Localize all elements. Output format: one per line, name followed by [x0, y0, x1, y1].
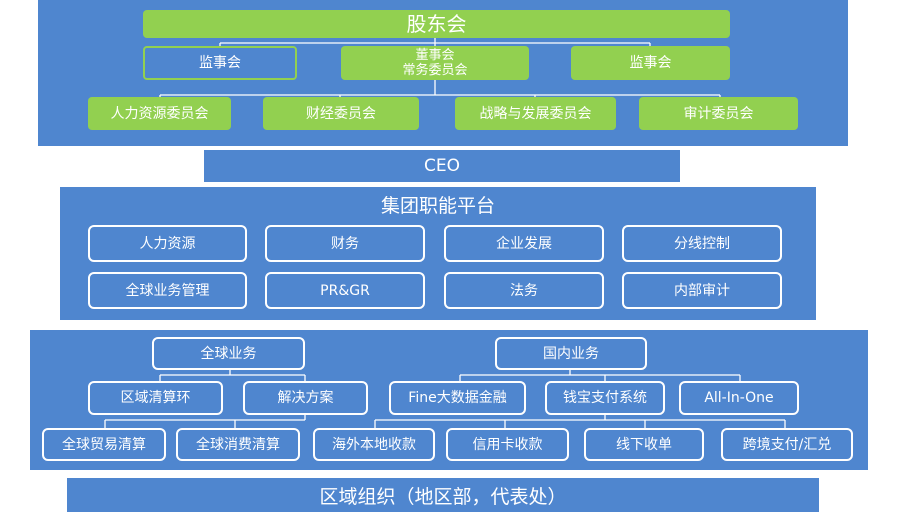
global-trade-clearing-box: 全球贸易清算	[42, 428, 166, 461]
regional-organization-label: 区域组织（地区部，代表处）	[319, 485, 567, 508]
qianbao-payment-box: 钱宝支付系统	[545, 381, 665, 415]
shareholders-box: 股东会	[143, 10, 730, 38]
platform-title: 集团职能平台	[60, 193, 816, 219]
business-leaf-label: 线下收单	[616, 436, 672, 453]
board-line2: 常务委员会	[402, 63, 468, 78]
platform-global-biz-mgmt: 全球业务管理	[88, 272, 247, 309]
platform-item-label: 人力资源	[139, 235, 196, 252]
business-leaf-label: 跨境支付/汇兑	[742, 436, 832, 453]
supervisory-board-left: 监事会	[143, 46, 297, 80]
regional-organization-bar: 区域组织（地区部，代表处）	[67, 478, 819, 512]
platform-item-label: 法务	[510, 282, 538, 299]
platform-internal-audit: 内部审计	[622, 272, 782, 309]
fine-big-data-finance-box: Fine大数据金融	[389, 381, 526, 415]
platform-item-label: 分线控制	[674, 235, 730, 252]
supervisory-board-right: 监事会	[571, 46, 730, 80]
platform-item-label: 全球业务管理	[125, 282, 210, 299]
supervisory-right-label: 监事会	[629, 55, 672, 71]
global-business-box: 全球业务	[152, 337, 305, 370]
business-leaf-label: 全球贸易清算	[62, 436, 146, 453]
solutions-box: 解决方案	[243, 381, 368, 415]
overseas-local-collection-box: 海外本地收款	[313, 428, 435, 461]
platform-item-label: 财务	[331, 235, 359, 252]
platform-pr-gr: PR&GR	[265, 272, 425, 309]
board-of-directors-box: 董事会 常务委员会	[341, 46, 529, 80]
platform-corp-dev: 企业发展	[444, 225, 604, 262]
business-item-label: 区域清算环	[120, 390, 191, 406]
business-item-label: Fine大数据金融	[408, 390, 507, 406]
business-leaf-label: 信用卡收款	[472, 436, 543, 453]
platform-legal: 法务	[444, 272, 604, 309]
all-in-one-box: All-In-One	[679, 381, 799, 415]
business-item-label: 钱宝支付系统	[563, 390, 647, 406]
platform-title-label: 集团职能平台	[380, 195, 495, 217]
committee-label: 人力资源委员会	[110, 105, 209, 122]
committee-audit: 审计委员会	[639, 97, 798, 130]
supervisory-left-label: 监事会	[199, 55, 241, 71]
global-consumer-clearing-box: 全球消费清算	[176, 428, 300, 461]
domestic-business-label: 国内业务	[543, 345, 599, 362]
business-leaf-label: 全球消费清算	[196, 436, 280, 453]
platform-line-control: 分线控制	[622, 225, 782, 262]
offline-acquiring-box: 线下收单	[584, 428, 704, 461]
credit-card-collection-box: 信用卡收款	[446, 428, 569, 461]
platform-hr: 人力资源	[88, 225, 247, 262]
platform-item-label: PR&GR	[320, 282, 370, 299]
global-business-label: 全球业务	[200, 345, 257, 362]
business-item-label: 解决方案	[277, 390, 334, 406]
ceo-bar: CEO	[204, 150, 680, 182]
platform-item-label: 内部审计	[674, 282, 730, 299]
board-line1: 董事会	[415, 48, 455, 63]
shareholders-label: 股东会	[406, 12, 467, 36]
domestic-business-box: 国内业务	[495, 337, 647, 370]
committee-finance: 财经委员会	[263, 97, 419, 130]
business-leaf-label: 海外本地收款	[332, 436, 416, 453]
ceo-label: CEO	[424, 156, 460, 176]
platform-item-label: 企业发展	[496, 235, 552, 252]
business-item-label: All-In-One	[704, 390, 774, 406]
platform-finance: 财务	[265, 225, 425, 262]
cross-border-payment-box: 跨境支付/汇兑	[721, 428, 853, 461]
committee-label: 财经委员会	[306, 105, 376, 122]
regional-clearing-ring-box: 区域清算环	[88, 381, 223, 415]
committee-label: 战略与发展委员会	[479, 105, 592, 122]
committee-strategy: 战略与发展委员会	[455, 97, 616, 130]
committee-hr: 人力资源委员会	[88, 97, 231, 130]
committee-label: 审计委员会	[683, 105, 754, 122]
